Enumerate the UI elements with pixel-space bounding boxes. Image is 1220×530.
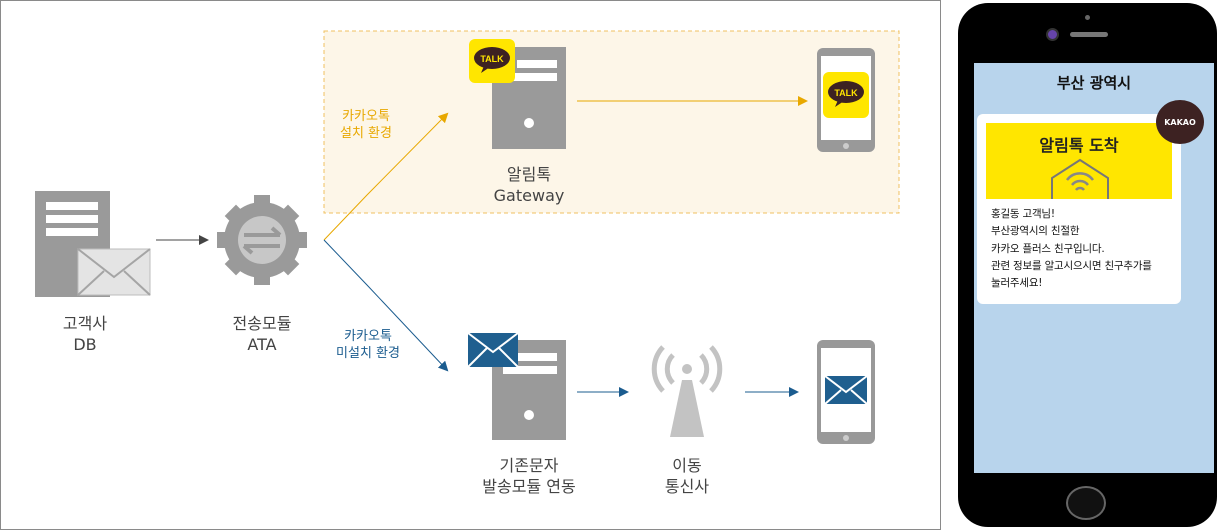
banner-title: 알림톡 도착 — [1039, 136, 1119, 155]
envelope-blue-icon — [467, 332, 519, 368]
smartphone-kakao-icon: TALK — [817, 48, 875, 152]
flow-diagram: TALK TALK — [35, 30, 900, 444]
message-line: 부산광역시의 친절한 — [991, 225, 1080, 238]
phone-speaker — [1070, 32, 1108, 37]
message-line: 카카오 플러스 친구입니다. — [991, 242, 1105, 255]
ata-gear-icon — [217, 195, 307, 285]
kakao-badge-icon: KAKAO — [1156, 100, 1204, 144]
phone-sensor — [1085, 15, 1090, 20]
smartphone-sms-icon — [817, 340, 875, 444]
talk-badge-text: TALK — [480, 54, 504, 64]
phone-camera-icon — [1046, 28, 1059, 41]
edge-label-not-installed: 카카오톡 미설치 환경 — [336, 329, 400, 361]
antenna-tower-icon — [651, 345, 723, 437]
message-line: 관련 정보를 알고시으시면 친구추가를 — [991, 259, 1152, 272]
message-line: 홍길동 고객님! — [991, 208, 1055, 220]
edge-ata-to-sms — [323, 239, 449, 372]
installed-region — [323, 30, 900, 214]
node-label-client-db: 고객사 DB — [62, 314, 108, 354]
envelope-wifi-icon — [1051, 158, 1109, 199]
node-label-ata: 전송모듈 ATA — [232, 314, 292, 354]
message-text: 홍길동 고객님! 부산광역시의 친절한 카카오 플러스 친구입니다. 관련 정보… — [991, 206, 1176, 292]
node-label-sms-module: 기존문자 발송모듈 연동 — [482, 456, 576, 496]
svg-text:TALK: TALK — [834, 88, 858, 98]
home-button[interactable] — [1066, 486, 1106, 520]
node-label-gateway: 알림톡 Gateway — [493, 165, 565, 205]
node-label-carrier: 이동 통신사 — [664, 456, 710, 496]
screen-title: 부산 광역시 — [1056, 74, 1132, 92]
message-line: 눌러주세요! — [991, 277, 1043, 290]
talk-badge-icon: TALK — [469, 39, 515, 83]
client-db-server-icon — [35, 191, 151, 297]
edge-label-installed: 카카오톡 설치 환경 — [340, 109, 392, 141]
edge-ata-to-gateway — [323, 112, 449, 241]
